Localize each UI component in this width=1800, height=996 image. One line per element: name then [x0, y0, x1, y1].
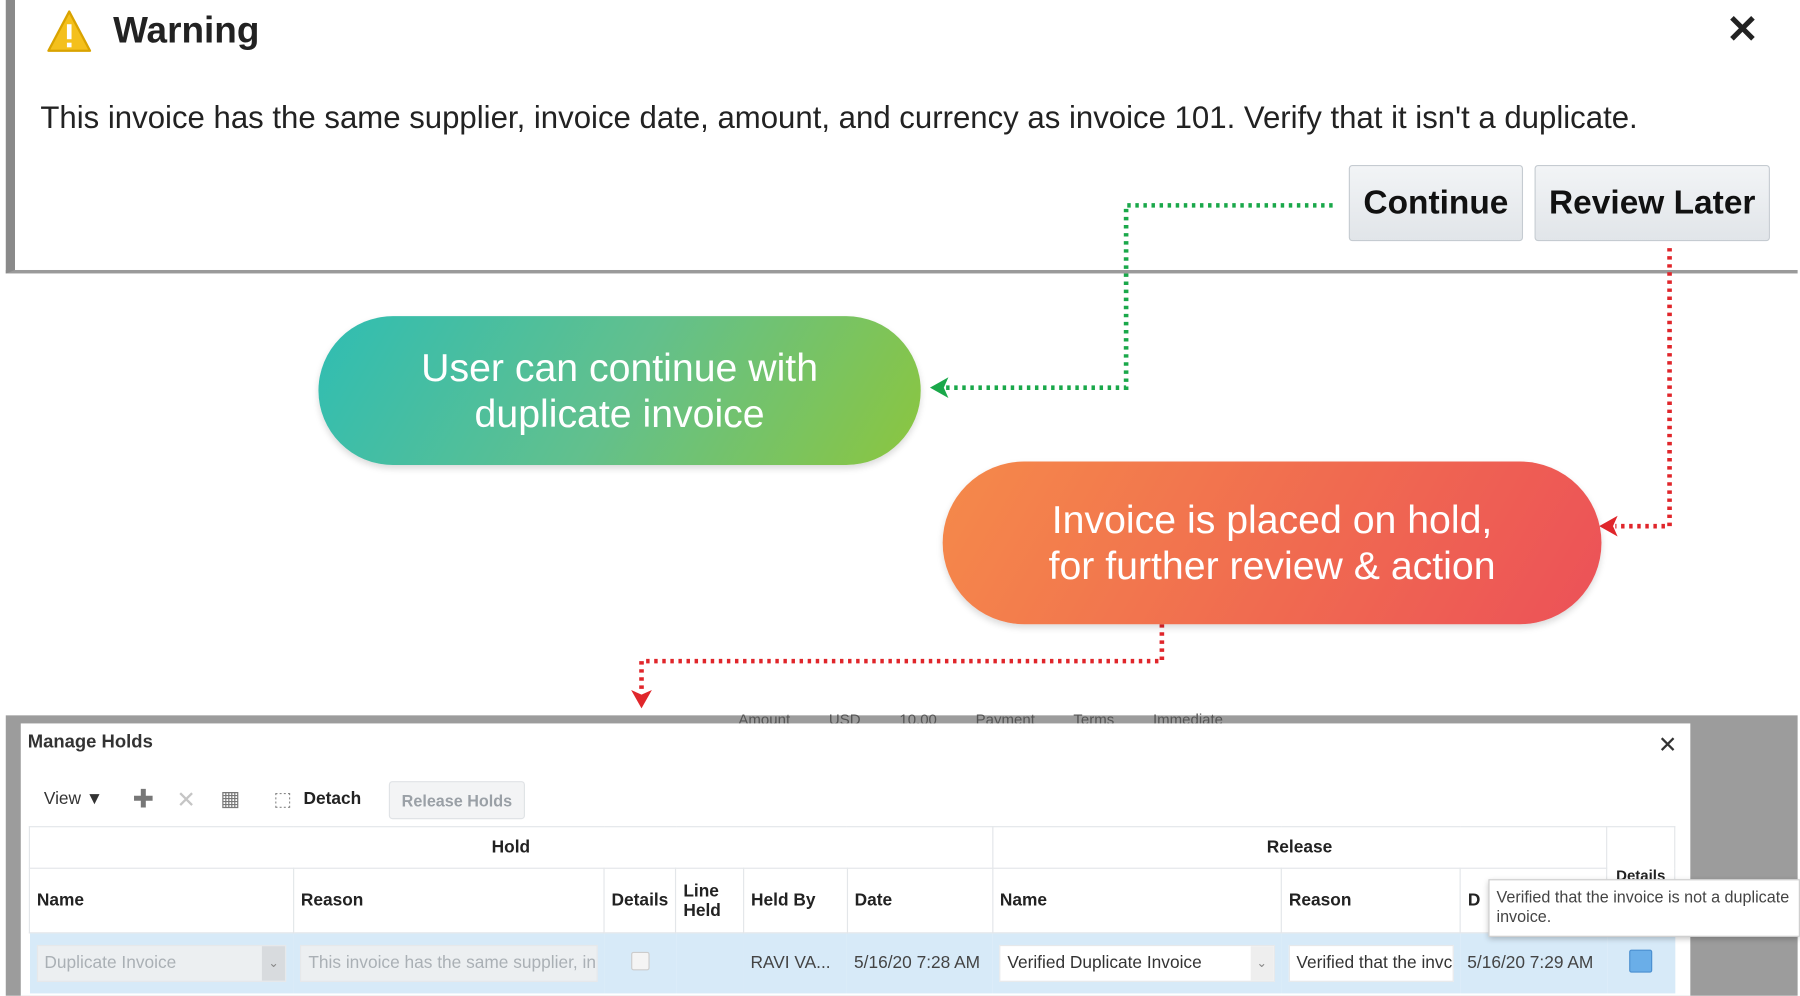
column-header[interactable]: Name [28, 867, 294, 934]
release-name-select[interactable]: Verified Duplicate Invoice ⌄ [999, 944, 1275, 982]
plus-icon[interactable]: ✚ [132, 784, 154, 814]
details-checkbox[interactable] [630, 951, 650, 971]
close-icon[interactable]: ✕ [1726, 8, 1759, 52]
detach-button[interactable]: Detach [303, 789, 362, 809]
tooltip: Verified that the invoice is not a dupli… [1488, 879, 1800, 937]
table-row[interactable]: Duplicate Invoice ⌄ This invoice has the … [29, 932, 1675, 993]
warning-title: Warning [113, 9, 260, 51]
x-icon[interactable]: ✕ [176, 788, 196, 814]
holds-table: Hold Release Details Name Reason Details… [28, 826, 1676, 993]
hold-arrowhead [631, 689, 652, 709]
detach-icon[interactable]: ⬚ [273, 788, 292, 810]
review-later-button[interactable]: Review Later [1534, 164, 1770, 242]
hold-arrow [639, 624, 1165, 693]
line-held-cell [675, 932, 744, 993]
continue-outcome-line: User can continue with [421, 345, 819, 390]
warning-triangle-icon [47, 10, 92, 52]
hold-outcome-line: for further review & action [1048, 544, 1496, 588]
hold-date-cell: 5/16/20 7:28 AM [847, 932, 993, 993]
release-name-value: Verified Duplicate Invoice [1007, 953, 1202, 973]
column-header[interactable]: Name [991, 867, 1282, 934]
column-header[interactable]: Reason [292, 867, 605, 934]
warning-message: This invoice has the same supplier, invo… [40, 100, 1638, 135]
dialog-title: Manage Holds [27, 732, 153, 753]
freeze-columns-icon[interactable]: ▦ [220, 786, 241, 810]
warning-dialog [5, 0, 1798, 274]
review-arrow [1615, 248, 1672, 529]
details-icon[interactable] [1629, 949, 1653, 973]
column-header[interactable]: Reason [1280, 867, 1461, 934]
close-icon[interactable]: ✕ [1658, 732, 1678, 759]
view-menu[interactable]: View ▼ [43, 789, 103, 809]
column-header[interactable]: Details [603, 867, 677, 934]
hold-outcome: Invoice is placed on hold,for further re… [942, 461, 1602, 625]
release-date-cell: 5/16/20 7:29 AM [1460, 932, 1607, 993]
chevron-down-icon[interactable]: ⌄ [1250, 945, 1274, 981]
release-holds-button[interactable]: Release Holds [388, 781, 525, 820]
held-by-cell: RAVI VA... [743, 932, 848, 993]
chevron-down-icon: ⌄ [262, 945, 286, 981]
hold-outcome-line: Invoice is placed on hold, [1051, 497, 1493, 542]
flow-arrows [631, 203, 1672, 709]
column-header[interactable]: Held By [742, 867, 848, 934]
continue-arrowhead [929, 377, 949, 399]
hold-name-select: Duplicate Invoice ⌄ [36, 944, 287, 982]
hold-reason-field: This invoice has the same supplier, in [300, 944, 598, 982]
group-header-hold: Hold [28, 826, 993, 869]
continue-outcome-line: duplicate invoice [474, 391, 765, 436]
continue-button[interactable]: Continue [1348, 164, 1524, 242]
review-arrowhead [1599, 515, 1618, 537]
group-header-release: Release [991, 826, 1608, 869]
release-reason-input[interactable]: Verified that the invc [1288, 944, 1454, 982]
hold-name-value: Duplicate Invoice [44, 953, 177, 973]
column-header[interactable]: Date [846, 867, 993, 934]
column-header[interactable]: Line Held [675, 867, 745, 934]
continue-arrow [943, 203, 1333, 390]
